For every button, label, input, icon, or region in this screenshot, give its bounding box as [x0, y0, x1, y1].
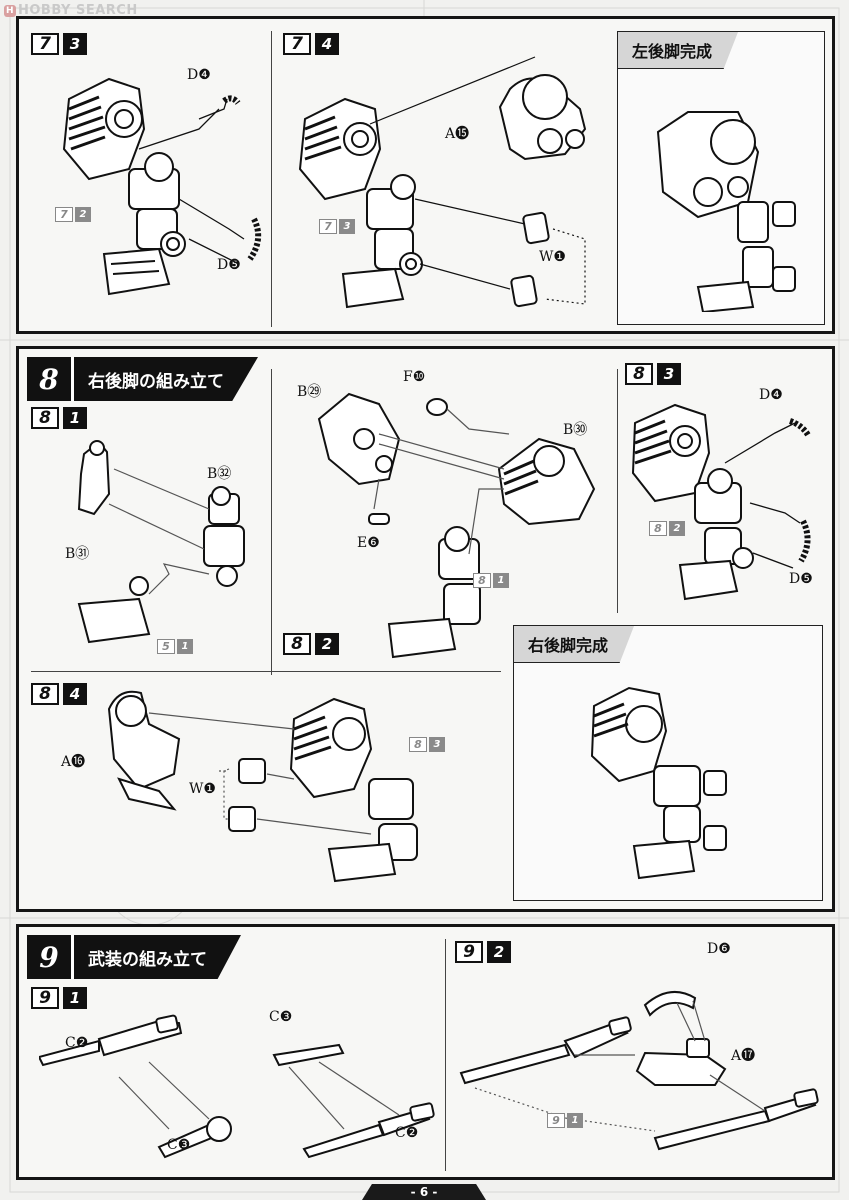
left-hind-leg-drawing	[62, 77, 262, 296]
step-number: 8	[283, 633, 311, 655]
step-9-1-drawing	[39, 1014, 435, 1159]
part-label-c3: C❸	[167, 1137, 191, 1153]
part-label-a16: A⓰	[61, 754, 86, 770]
part-label-e6: E❻	[357, 535, 380, 551]
step-8-3-badge: 8 3	[625, 363, 681, 385]
step-7-4-badge: 7 4	[283, 33, 339, 55]
step-8-4-drawing	[107, 690, 418, 883]
right-hind-leg-complete-label: 右後脚完成	[514, 626, 635, 663]
part-label-w1: W❶	[189, 781, 216, 797]
substep-number: 1	[63, 407, 87, 429]
hip-armor-attach-drawing	[298, 56, 587, 309]
divider	[445, 939, 446, 1171]
left-hind-leg-complete-label: 左後脚完成	[618, 32, 739, 69]
page-number-plate	[362, 1184, 486, 1200]
part-label-f10: F❿	[403, 369, 426, 385]
divider	[271, 31, 272, 327]
substep-number: 4	[63, 683, 87, 705]
substep-number: 3	[63, 33, 87, 55]
step-8-1-badge: 8 1	[31, 407, 87, 429]
ref-5-1: 5 1	[157, 639, 193, 654]
divider	[31, 671, 501, 672]
right-hind-leg-complete-box: 右後脚完成	[513, 625, 823, 901]
part-label-b32: B㉜	[207, 466, 232, 482]
step-8-1-drawing	[77, 440, 245, 644]
ref-7-3: 7 3	[319, 219, 355, 234]
divider	[271, 369, 272, 675]
hobby-search-logo-icon: H	[4, 5, 16, 17]
part-label-d4: D❹	[759, 387, 783, 403]
section-9-header: 9 武装の組み立て	[27, 935, 241, 979]
part-label-d4: D❹	[187, 67, 211, 83]
page-footer: - 6 -	[0, 1182, 849, 1200]
section-9-panel: 9 武装の組み立て 9 1 C❷ C❸ C❸ C❷ 9 2	[16, 924, 835, 1180]
step-number: 8	[31, 407, 59, 429]
step-8-2-drawing	[317, 392, 596, 659]
section-7-panel: 7 3 D❹ D❺ 7 2 7 4	[16, 16, 835, 334]
substep-number: 1	[63, 987, 87, 1009]
part-label-b31: B㉛	[65, 546, 90, 562]
section-8-panel: 8 右後脚の組み立て 8 1 B㉜ B㉛ 5 1	[16, 346, 835, 912]
step-number: 8	[625, 363, 653, 385]
step-number: 8	[31, 683, 59, 705]
right-hind-leg-complete-drawing	[590, 686, 727, 880]
section-title: 右後脚の組み立て	[74, 357, 258, 401]
part-label-c3: C❸	[269, 1009, 293, 1025]
step-number: 7	[283, 33, 311, 55]
substep-number: 4	[315, 33, 339, 55]
page-number: - 6 -	[410, 1185, 438, 1199]
part-label-a17: A⓱	[731, 1048, 756, 1064]
part-label-b29: B㉙	[297, 384, 322, 400]
step-7-3-badge: 7 3	[31, 33, 87, 55]
step-9-2-badge: 9 2	[455, 941, 511, 963]
step-number: 7	[31, 33, 59, 55]
step-9-1-badge: 9 1	[31, 987, 87, 1009]
section-8-header: 8 右後脚の組み立て	[27, 357, 258, 401]
divider	[617, 369, 618, 613]
left-hind-leg-complete-box: 左後脚完成	[617, 31, 825, 325]
ref-7-2: 7 2	[55, 207, 91, 222]
step-number: 9	[455, 941, 483, 963]
ref-8-1: 8 1	[473, 573, 509, 588]
step-8-4-badge: 8 4	[31, 683, 87, 705]
ref-8-3: 8 3	[409, 737, 445, 752]
watermark-text: HOBBY SEARCH	[18, 3, 138, 18]
step-number: 9	[31, 987, 59, 1009]
part-label-w1: W❶	[539, 249, 566, 265]
part-label-a15: A⓯	[445, 126, 470, 142]
part-label-c2: C❷	[395, 1125, 419, 1141]
part-label-d5: D❺	[789, 571, 813, 587]
left-hind-leg-complete-drawing	[656, 111, 796, 312]
section-number: 9	[27, 935, 74, 979]
substep-number: 3	[657, 363, 681, 385]
step-8-2-badge: 8 2	[283, 633, 339, 655]
section-number: 8	[27, 357, 74, 401]
ref-8-2: 8 2	[649, 521, 685, 536]
part-label-c2: C❷	[65, 1035, 89, 1051]
section-title: 武装の組み立て	[74, 935, 241, 979]
substep-number: 2	[315, 633, 339, 655]
part-label-d5: D❺	[217, 257, 241, 273]
step-9-2-drawing	[459, 990, 819, 1151]
step-8-3-drawing	[631, 403, 811, 601]
substep-number: 2	[487, 941, 511, 963]
part-label-d6: D❻	[707, 941, 731, 957]
part-label-b30: B㉚	[563, 422, 588, 438]
ref-9-1: 9 1	[547, 1113, 583, 1128]
